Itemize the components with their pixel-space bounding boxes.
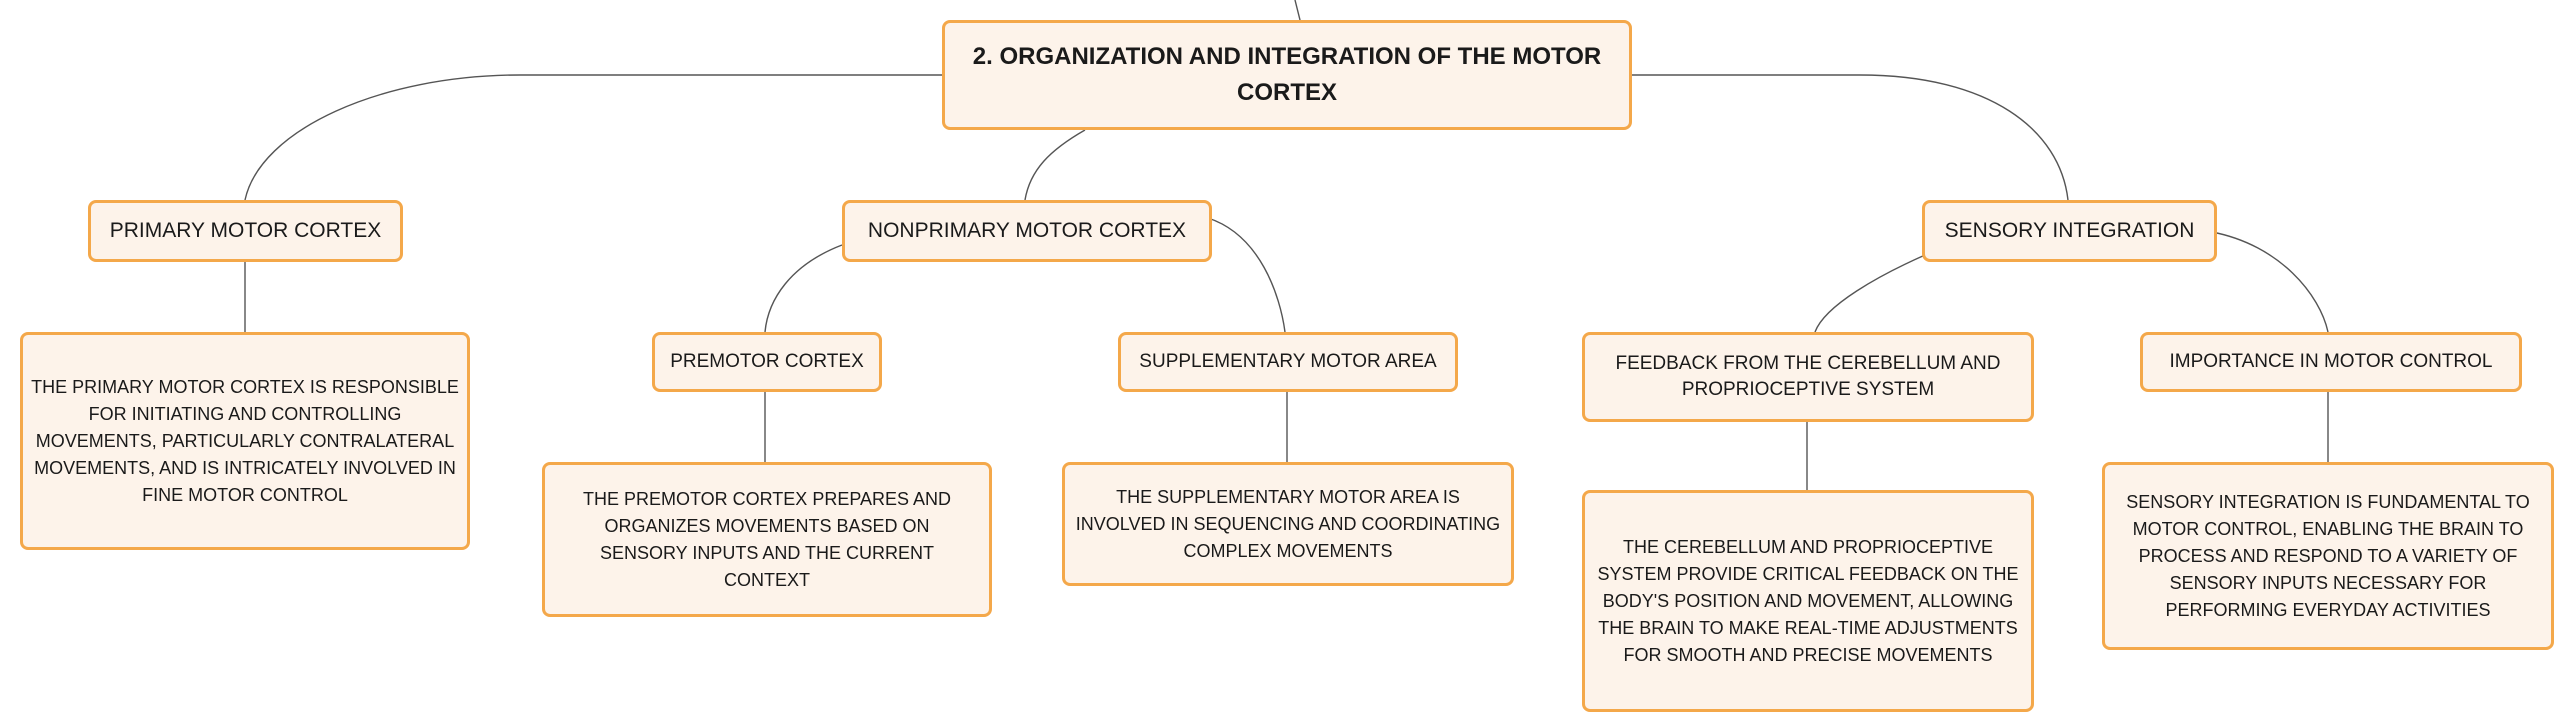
detail-feedback-cerebellum[interactable]: THE CEREBELLUM AND PROPRIOCEPTIVE SYSTEM… [1582, 490, 2034, 712]
node-feedback-cerebellum[interactable]: FEEDBACK FROM THE CEREBELLUM AND PROPRIO… [1582, 332, 2034, 422]
connector-root-nonprimary [1024, 129, 1086, 201]
detail-feedback-cerebellum-text: THE CEREBELLUM AND PROPRIOCEPTIVE SYSTEM… [1597, 536, 2019, 665]
node-sensory-integration-label: SENSORY INTEGRATION [1944, 219, 2195, 242]
detail-primary-motor-cortex-text: THE PRIMARY MOTOR CORTEX IS RESPONSIBLE … [31, 376, 459, 505]
node-nonprimary-motor-cortex-label: NONPRIMARY MOTOR CORTEX [867, 219, 1187, 242]
detail-importance-motor-control[interactable]: SENSORY INTEGRATION IS FUNDAMENTAL TO MO… [2102, 462, 2554, 650]
node-feedback-cerebellum-label: FEEDBACK FROM THE CEREBELLUM AND PROPRIO… [1615, 353, 2001, 400]
connector-nonprimary-sma [1207, 217, 1286, 333]
node-supplementary-motor-area-label: SUPPLEMENTARY MOTOR AREA [1139, 351, 1437, 372]
detail-premotor-cortex[interactable]: THE PREMOTOR CORTEX PREPARES AND ORGANIZ… [542, 462, 992, 617]
detail-primary-motor-cortex[interactable]: THE PRIMARY MOTOR CORTEX IS RESPONSIBLE … [20, 332, 470, 550]
connector-root-primary [244, 74, 945, 201]
node-sensory-integration[interactable]: SENSORY INTEGRATION [1922, 200, 2217, 262]
detail-supplementary-motor-area[interactable]: THE SUPPLEMENTARY MOTOR AREA IS INVOLVED… [1062, 462, 1514, 586]
connector-sensory-feedback [1814, 254, 1926, 333]
root-node[interactable]: 2. ORGANIZATION AND INTEGRATION OF THE M… [942, 20, 1632, 130]
node-premotor-cortex-label: PREMOTOR CORTEX [670, 351, 864, 372]
node-supplementary-motor-area[interactable]: SUPPLEMENTARY MOTOR AREA [1118, 332, 1458, 392]
detail-importance-motor-control-text: SENSORY INTEGRATION IS FUNDAMENTAL TO MO… [2126, 491, 2530, 620]
node-importance-motor-control[interactable]: IMPORTANCE IN MOTOR CONTROL [2140, 332, 2522, 392]
connector-root-incoming [1294, 0, 1301, 21]
connector-nonprimary-premotor [764, 244, 843, 333]
detail-supplementary-motor-area-text: THE SUPPLEMENTARY MOTOR AREA IS INVOLVED… [1075, 486, 1501, 561]
node-primary-motor-cortex[interactable]: PRIMARY MOTOR CORTEX [88, 200, 403, 262]
root-node-label: 2. ORGANIZATION AND INTEGRATION OF THE M… [972, 43, 1602, 106]
node-nonprimary-motor-cortex[interactable]: NONPRIMARY MOTOR CORTEX [842, 200, 1212, 262]
node-premotor-cortex[interactable]: PREMOTOR CORTEX [652, 332, 882, 392]
node-primary-motor-cortex-label: PRIMARY MOTOR CORTEX [109, 219, 382, 242]
connector-sensory-importance [2211, 231, 2329, 333]
node-importance-motor-control-label: IMPORTANCE IN MOTOR CONTROL [2169, 351, 2493, 372]
connector-root-sensory [1630, 74, 2069, 201]
detail-premotor-cortex-text: THE PREMOTOR CORTEX PREPARES AND ORGANIZ… [582, 488, 952, 590]
